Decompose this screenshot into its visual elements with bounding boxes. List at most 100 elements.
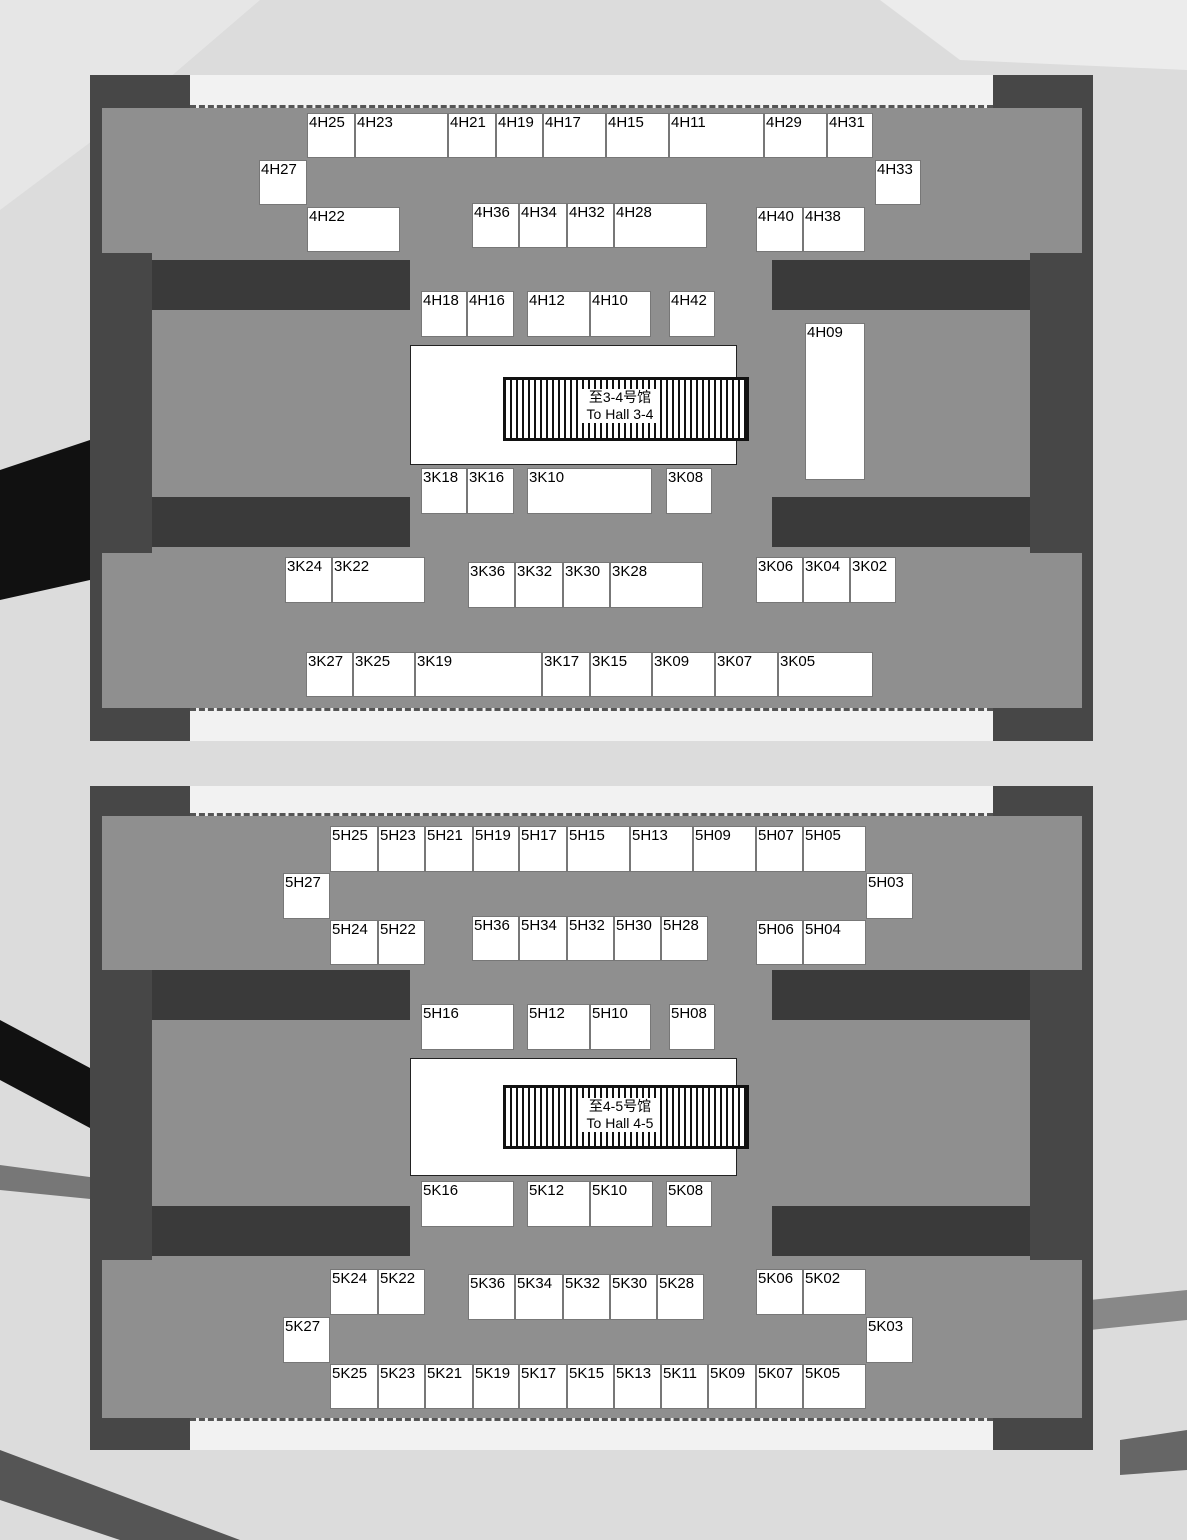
booth-4h09[interactable]: 4H09 [805,323,865,480]
booth-5k22[interactable]: 5K22 [378,1269,425,1315]
booth-5k03[interactable]: 5K03 [866,1317,913,1363]
booth-4h29[interactable]: 4H29 [764,113,827,158]
booth-5h03[interactable]: 5H03 [866,873,913,919]
booth-4h23[interactable]: 4H23 [355,113,448,158]
booth-4h33[interactable]: 4H33 [875,160,921,205]
booth-4h27[interactable]: 4H27 [259,160,307,205]
booth-3k05[interactable]: 3K05 [778,652,873,697]
booth-5k23[interactable]: 5K23 [378,1364,425,1409]
booth-5k36[interactable]: 5K36 [468,1274,515,1320]
booth-4h22[interactable]: 4H22 [307,207,400,252]
booth-4h12[interactable]: 4H12 [527,291,590,337]
booth-5h19[interactable]: 5H19 [473,826,519,872]
booth-3k24[interactable]: 3K24 [285,557,332,603]
booth-3k32[interactable]: 3K32 [515,562,563,608]
booth-5h17[interactable]: 5H17 [519,826,567,872]
booth-3k09[interactable]: 3K09 [652,652,715,697]
booth-3k30[interactable]: 3K30 [563,562,610,608]
booth-5k28[interactable]: 5K28 [657,1274,704,1320]
booth-5h24[interactable]: 5H24 [330,920,378,965]
booth-3k27[interactable]: 3K27 [306,652,353,697]
booth-5h04[interactable]: 5H04 [803,920,866,965]
booth-3k08[interactable]: 3K08 [666,468,712,514]
booth-5k13[interactable]: 5K13 [614,1364,661,1409]
booth-5h10[interactable]: 5H10 [590,1004,651,1050]
booth-5h08[interactable]: 5H08 [669,1004,715,1050]
booth-5h32[interactable]: 5H32 [567,916,614,961]
booth-5h07[interactable]: 5H07 [756,826,803,872]
booth-4h42[interactable]: 4H42 [669,291,715,337]
booth-4h11[interactable]: 4H11 [669,113,764,158]
booth-5h25[interactable]: 5H25 [330,826,378,872]
booth-4h25[interactable]: 4H25 [307,113,355,158]
booth-3k06[interactable]: 3K06 [756,557,803,603]
booth-5h36[interactable]: 5H36 [472,916,519,961]
booth-5k05[interactable]: 5K05 [803,1364,866,1409]
booth-3k04[interactable]: 3K04 [803,557,850,603]
escalator-label-cn: 至4-5号馆 [588,1098,652,1114]
booth-4h38[interactable]: 4H38 [803,207,865,252]
booth-3k28[interactable]: 3K28 [610,562,703,608]
booth-5k32[interactable]: 5K32 [563,1274,610,1320]
booth-5h13[interactable]: 5H13 [630,826,693,872]
booth-4h28[interactable]: 4H28 [614,203,707,248]
booth-5k06[interactable]: 5K06 [756,1269,803,1315]
booth-5h06[interactable]: 5H06 [756,920,803,965]
booth-3k02[interactable]: 3K02 [850,557,896,603]
floor-plan-upper: 至3-4号馆 To Hall 3-4 [90,75,1093,741]
booth-5k17[interactable]: 5K17 [519,1364,567,1409]
booth-5h09[interactable]: 5H09 [693,826,756,872]
booth-5k10[interactable]: 5K10 [590,1181,653,1227]
booth-3k18[interactable]: 3K18 [421,468,467,514]
booth-5k27[interactable]: 5K27 [283,1317,330,1363]
booth-5k30[interactable]: 5K30 [610,1274,657,1320]
booth-4h17[interactable]: 4H17 [543,113,606,158]
booth-3k10[interactable]: 3K10 [527,468,652,514]
booth-5k21[interactable]: 5K21 [425,1364,473,1409]
booth-3k16[interactable]: 3K16 [467,468,514,514]
booth-4h31[interactable]: 4H31 [827,113,873,158]
booth-3k07[interactable]: 3K07 [715,652,778,697]
booth-4h15[interactable]: 4H15 [606,113,669,158]
booth-3k17[interactable]: 3K17 [542,652,590,697]
booth-4h40[interactable]: 4H40 [756,207,803,252]
booth-5h27[interactable]: 5H27 [283,873,330,919]
booth-5k24[interactable]: 5K24 [330,1269,378,1315]
booth-5h23[interactable]: 5H23 [378,826,425,872]
wing-nw [152,970,410,1020]
booth-4h16[interactable]: 4H16 [467,291,514,337]
booth-4h32[interactable]: 4H32 [567,203,614,248]
booth-5h16[interactable]: 5H16 [421,1004,514,1050]
booth-3k36[interactable]: 3K36 [468,562,515,608]
booth-4h10[interactable]: 4H10 [590,291,651,337]
booth-5k19[interactable]: 5K19 [473,1364,519,1409]
booth-5h21[interactable]: 5H21 [425,826,473,872]
booth-5h15[interactable]: 5H15 [567,826,630,872]
booth-5k25[interactable]: 5K25 [330,1364,378,1409]
booth-5k11[interactable]: 5K11 [661,1364,708,1409]
booth-5h05[interactable]: 5H05 [803,826,866,872]
booth-5k16[interactable]: 5K16 [421,1181,514,1227]
entrance-north [190,786,993,816]
booth-5k15[interactable]: 5K15 [567,1364,614,1409]
booth-3k15[interactable]: 3K15 [590,652,652,697]
booth-5k07[interactable]: 5K07 [756,1364,803,1409]
booth-5h34[interactable]: 5H34 [519,916,567,961]
booth-5k09[interactable]: 5K09 [708,1364,756,1409]
booth-5h12[interactable]: 5H12 [527,1004,590,1050]
booth-3k25[interactable]: 3K25 [353,652,415,697]
booth-4h36[interactable]: 4H36 [472,203,519,248]
booth-3k19[interactable]: 3K19 [415,652,542,697]
booth-4h34[interactable]: 4H34 [519,203,567,248]
booth-5k02[interactable]: 5K02 [803,1269,866,1315]
booth-5k12[interactable]: 5K12 [527,1181,590,1227]
booth-5h22[interactable]: 5H22 [378,920,425,965]
booth-5h30[interactable]: 5H30 [614,916,661,961]
booth-3k22[interactable]: 3K22 [332,557,425,603]
booth-4h18[interactable]: 4H18 [421,291,467,337]
booth-4h21[interactable]: 4H21 [448,113,496,158]
booth-4h19[interactable]: 4H19 [496,113,543,158]
booth-5h28[interactable]: 5H28 [661,916,708,961]
booth-5k34[interactable]: 5K34 [515,1274,563,1320]
booth-5k08[interactable]: 5K08 [666,1181,712,1227]
